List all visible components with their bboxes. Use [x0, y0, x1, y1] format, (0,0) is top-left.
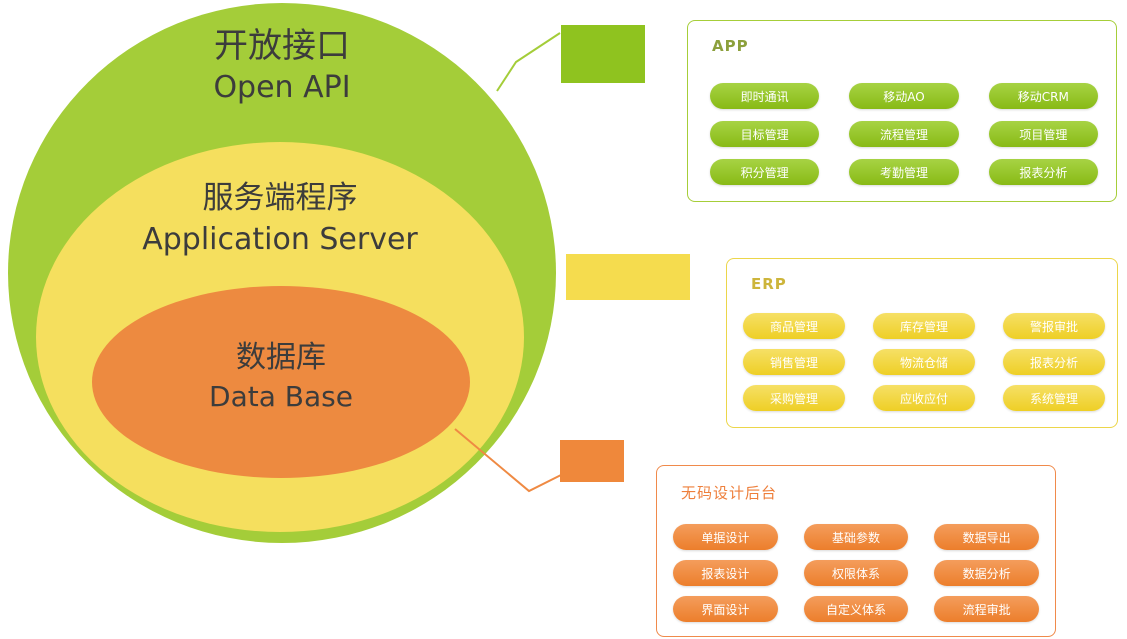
- app-item-pill: 报表分析: [988, 159, 1098, 185]
- orange-connector-block: [560, 440, 624, 482]
- erp-item-pill: 销售管理: [743, 349, 845, 375]
- backend-item-pill: 报表设计: [673, 560, 778, 586]
- erp-pill-grid: 商品管理 库存管理 警报审批 销售管理 物流仓储 报表分析 采购管理 应收应付 …: [743, 313, 1105, 411]
- app-pill-grid: 即时通讯 移动AO 移动CRM 目标管理 流程管理 项目管理 积分管理 考勤管理…: [710, 83, 1098, 185]
- application-server-label-zh: 服务端程序: [202, 180, 358, 216]
- backend-item-pill: 数据分析: [934, 560, 1039, 586]
- app-item-pill: 项目管理: [988, 121, 1098, 147]
- app-item-pill: 移动CRM: [988, 83, 1098, 109]
- erp-item-pill: 商品管理: [743, 313, 845, 339]
- app-panel-title: APP: [712, 37, 749, 55]
- erp-item-pill: 警报审批: [1003, 313, 1105, 339]
- backend-item-pill: 自定义体系: [803, 596, 909, 622]
- nocode-backend-pill-grid: 单据设计 基础参数 数据导出 报表设计 权限体系 数据分析 界面设计 自定义体系…: [673, 524, 1039, 622]
- erp-item-pill: 物流仓储: [873, 349, 975, 375]
- database-label-en: Data Base: [209, 379, 353, 413]
- app-item-pill: 考勤管理: [849, 159, 959, 185]
- nocode-backend-panel-title: 无码设计后台: [681, 484, 778, 502]
- erp-panel: ERP 商品管理 库存管理 警报审批 销售管理 物流仓储 报表分析 采购管理 应…: [726, 258, 1118, 428]
- backend-item-pill: 数据导出: [934, 524, 1039, 550]
- app-item-pill: 移动AO: [849, 83, 959, 109]
- backend-item-pill: 单据设计: [673, 524, 778, 550]
- erp-item-pill: 系统管理: [1003, 385, 1105, 411]
- database-label-zh: 数据库: [236, 340, 326, 375]
- erp-panel-title: ERP: [751, 275, 787, 293]
- app-item-pill: 流程管理: [849, 121, 959, 147]
- application-server-label: 服务端程序 Application Server: [36, 178, 524, 259]
- backend-item-pill: 界面设计: [673, 596, 778, 622]
- backend-item-pill: 权限体系: [803, 560, 909, 586]
- green-connector-block: [561, 25, 645, 83]
- yellow-connector-block: [566, 254, 690, 300]
- open-api-label-zh: 开放接口: [214, 26, 350, 66]
- erp-item-pill: 报表分析: [1003, 349, 1105, 375]
- open-api-label: 开放接口 Open API: [8, 24, 556, 107]
- erp-item-pill: 应收应付: [873, 385, 975, 411]
- erp-item-pill: 库存管理: [873, 313, 975, 339]
- erp-item-pill: 采购管理: [743, 385, 845, 411]
- backend-item-pill: 流程审批: [934, 596, 1039, 622]
- app-item-pill: 积分管理: [710, 159, 820, 185]
- database-label: 数据库 Data Base: [92, 338, 470, 415]
- app-panel: APP 即时通讯 移动AO 移动CRM 目标管理 流程管理 项目管理 积分管理 …: [687, 20, 1117, 202]
- backend-item-pill: 基础参数: [803, 524, 909, 550]
- nocode-backend-panel: 无码设计后台 单据设计 基础参数 数据导出 报表设计 权限体系 数据分析 界面设…: [656, 465, 1056, 637]
- application-server-label-en: Application Server: [142, 221, 418, 257]
- open-api-label-en: Open API: [213, 70, 351, 106]
- app-item-pill: 目标管理: [710, 121, 820, 147]
- app-item-pill: 即时通讯: [710, 83, 820, 109]
- database-ellipse: [92, 286, 470, 478]
